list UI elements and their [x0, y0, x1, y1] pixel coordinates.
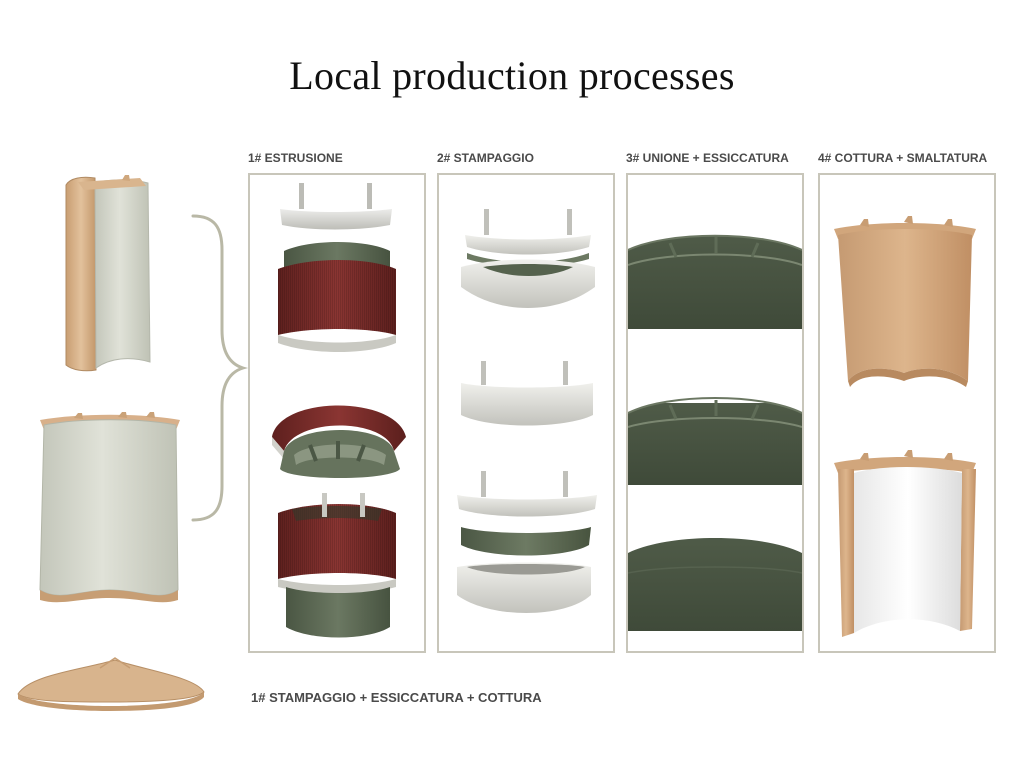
dried-piece-1: [628, 234, 802, 329]
panel-cottura-smaltatura: [818, 173, 996, 653]
clay-base-disc: [17, 657, 205, 711]
mould-set-1: [461, 209, 595, 308]
grouping-brace: [191, 214, 249, 522]
mould-set-3: [457, 471, 597, 613]
step-label-4: 4# COTTURA + SMALTATURA: [818, 151, 988, 165]
fired-tile: [834, 216, 976, 387]
panel-stampaggio: [437, 173, 615, 653]
die-top: [280, 183, 392, 230]
page-title: Local production processes: [289, 53, 735, 98]
dried-piece-3: [628, 537, 802, 631]
tile-half-upper: [65, 175, 151, 372]
bottom-process-label: 1# STAMPAGGIO + ESSICCATURA + COTTURA: [251, 690, 542, 705]
step-label-2: 2# STAMPAGGIO: [437, 151, 534, 165]
glazed-tile: [834, 450, 976, 637]
tile-full-middle: [39, 412, 180, 603]
mould-set-2: [461, 361, 593, 426]
step-label-1: 1# ESTRUSIONE: [248, 151, 343, 165]
left-components: [17, 175, 249, 711]
dried-piece-2: [628, 397, 802, 485]
step-label-3: 3# UNIONE + ESSICCATURA: [626, 151, 789, 165]
extruder-barrel: [278, 242, 396, 352]
panel-unione-essiccatura: [626, 173, 804, 653]
panel-estrusione: [248, 173, 426, 653]
extruder-assembly: [278, 493, 396, 638]
extruded-arch: [272, 405, 406, 478]
